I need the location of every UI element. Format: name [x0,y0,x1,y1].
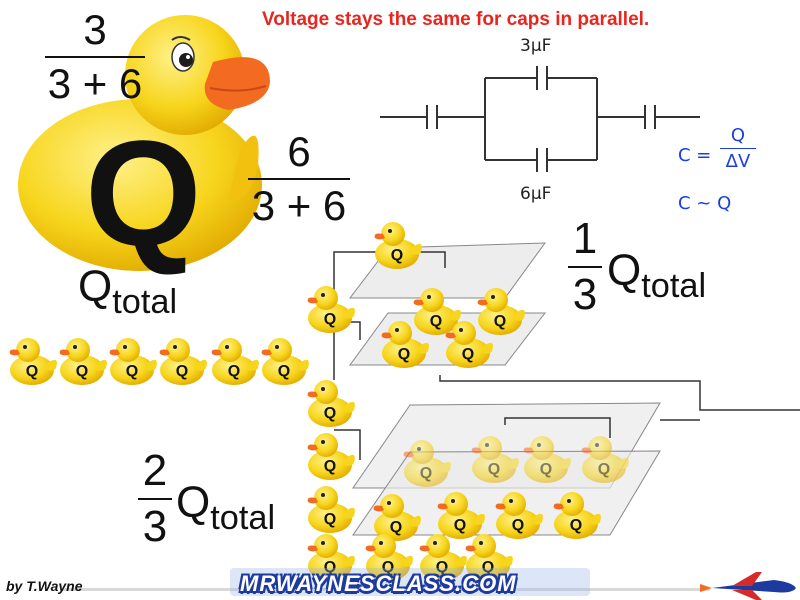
fraction-denominator: 3 + 6 [45,60,145,108]
headline: Voltage stays the same for caps in paral… [262,9,792,31]
duck-q-label: Q [76,363,88,380]
brand-logo-text: MRWAYNESCLASS.COM [240,571,517,597]
qtotal-sub: total [112,283,177,321]
fraction-bar [248,178,350,180]
fraction-bar [45,56,145,58]
duck-q-label: Q [228,363,240,380]
fraction-bar [568,266,602,268]
formula-denominator: ΔV [720,151,756,172]
duck-q-label: Q [598,461,610,478]
qtotal-base: Q [78,262,112,311]
top-fraction-six-ninths: 6 3 + 6 [248,128,350,230]
jet-icon [700,572,796,600]
duck-q-label: Q [324,405,336,422]
fraction-numerator: 6 [248,128,350,176]
two-thirds-fraction: 2 3 [138,446,172,552]
formula-numerator: Q [720,125,756,146]
top-fraction-three-ninths: 3 3 + 6 [45,6,145,108]
duck-q-label: Q [176,363,188,380]
duck-q-label: Q [430,313,442,330]
qtotal-sub: total [641,267,706,305]
duck-q-label: Q [26,363,38,380]
duck-q-label: Q [494,313,506,330]
big-q-symbol: Q [85,118,202,268]
qtotal-left-label: Qtotal [78,262,177,322]
duck-q-label: Q [570,517,582,534]
qtotal-base: Q [176,478,210,527]
duck-q-label: Q [278,363,290,380]
qtotal-sub: total [210,499,275,537]
duck-q-label: Q [512,517,524,534]
fraction-bar [138,498,172,500]
fraction-denominator: 3 [568,270,602,320]
cap-top-label: 3μF [520,36,551,56]
formula-c-proportional-q: C ~ Q [678,193,731,214]
formula-c-equals: C = [678,145,711,166]
formula-bar [720,148,756,149]
formula-q-over-dv: Q ΔV [720,125,756,172]
duck-q-label: Q [462,346,474,363]
fraction-denominator: 3 [138,502,172,552]
duck-q-label: Q [126,363,138,380]
author-byline: by T.Wayne [6,578,83,594]
duck-q-label: Q [324,311,336,328]
qtotal-base: Q [607,246,641,295]
one-third-qtotal: Qtotal [607,246,706,306]
fraction-denominator: 3 + 6 [248,182,350,230]
duck-q-label: Q [488,461,500,478]
two-thirds-qtotal: Qtotal [176,478,275,538]
duck-q-label: Q [324,458,336,475]
duck-q-label: Q [420,465,432,482]
duck-q-label: Q [391,247,403,264]
duck-q-label: Q [390,519,402,536]
one-third-fraction: 1 3 [568,214,602,320]
duck-q-label: Q [540,461,552,478]
circuit-diagram [380,66,700,172]
fraction-numerator: 3 [45,6,145,54]
duck-q-label: Q [398,346,410,363]
duck-q-label: Q [324,511,336,528]
cap-bottom-label: 6μF [520,184,551,204]
duck-q-label: Q [454,517,466,534]
fraction-numerator: 1 [568,214,602,264]
fraction-numerator: 2 [138,446,172,496]
